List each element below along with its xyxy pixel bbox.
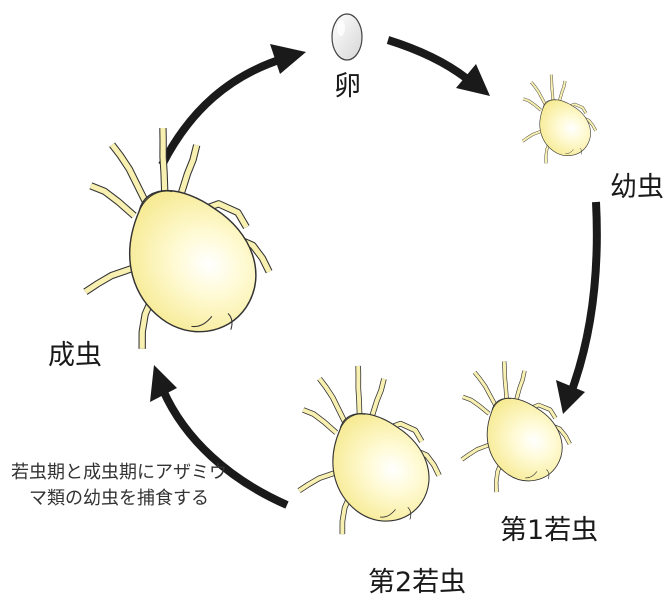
- adult-label: 成虫: [48, 340, 102, 371]
- arrowhead-adult: [150, 365, 177, 402]
- arrowhead-larva: [456, 64, 490, 96]
- arrow-nymph2-to-adult: [159, 388, 289, 509]
- arrow-egg-to-larva: [386, 36, 469, 82]
- arrow-larva-to-nymph1: [568, 201, 601, 392]
- egg-label: 卵: [334, 71, 361, 102]
- predation-note: 若虫期と成虫期にアザミウマ類の幼虫を捕食する: [11, 462, 227, 509]
- egg-icon: [331, 13, 363, 61]
- nymph1-label: 第1若虫: [500, 515, 599, 546]
- larva-illustration: [499, 65, 612, 179]
- cycle-arrows: [158, 36, 601, 509]
- nymph2-illustration: [258, 351, 467, 561]
- arrowhead-egg: [270, 44, 306, 74]
- larva-label: 幼虫: [610, 172, 664, 203]
- nymph1-illustration: [430, 350, 590, 512]
- arrowhead-nymph1: [556, 380, 585, 414]
- arrow-adult-to-egg: [158, 54, 287, 167]
- nymph2-label: 第2若虫: [368, 567, 467, 598]
